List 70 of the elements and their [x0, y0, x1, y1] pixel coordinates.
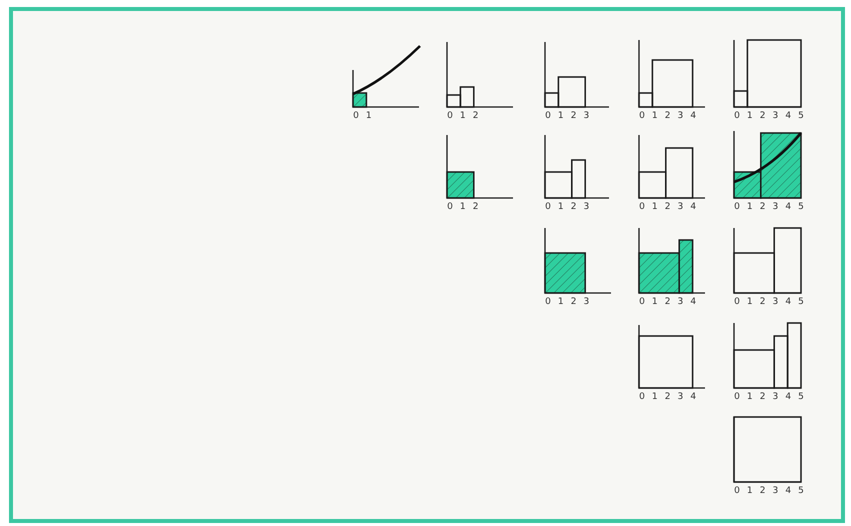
axis-tick-label: 0	[544, 298, 552, 307]
axis-tick-label: 4	[784, 298, 792, 307]
axis-tick-label: 2	[758, 393, 766, 402]
axis-tick-label: 2	[758, 487, 766, 496]
axis-tick-label: 2	[664, 393, 672, 402]
axis-tick-label: 2	[664, 203, 672, 212]
axis-tick-label: 1	[556, 203, 565, 212]
axis-tick-label: 1	[650, 298, 659, 307]
axis-tick-label: 1	[458, 203, 467, 212]
axis-tick-label: 2	[472, 203, 480, 212]
axis-tick-label: 4	[689, 203, 698, 212]
axis-tick-label: 1	[746, 298, 754, 307]
axis-tick-label: 1	[650, 112, 659, 121]
axis-tick-label: 0	[638, 203, 646, 212]
axis-tick-label: 3	[772, 393, 780, 402]
axis-tick-label: 4	[689, 298, 698, 307]
axis-tick-label: 5	[797, 487, 805, 496]
axis-tick-label: 4	[689, 112, 698, 121]
axis-tick-label: 0	[446, 203, 454, 212]
axis-tick-label: 0	[733, 203, 741, 212]
axis-tick-label: 1	[746, 487, 754, 496]
axis-tick-label: 2	[758, 203, 766, 212]
axis-tick-label: 2	[570, 112, 578, 121]
axis-tick-label: 4	[784, 487, 792, 496]
axis-tick-label: 2	[570, 203, 578, 212]
axis-tick-label: 3	[676, 112, 684, 121]
axis-tick-label: 3	[772, 203, 780, 212]
axis-tick-label: 2	[664, 298, 672, 307]
axis-tick-label: 5	[797, 393, 805, 402]
axis-tick-label: 5	[797, 112, 805, 121]
axis-tick-label: 2	[758, 112, 766, 121]
axis-tick-label: 1	[746, 112, 754, 121]
axis-tick-label: 4	[689, 393, 698, 402]
axis-tick-label: 4	[784, 393, 792, 402]
axis-tick-label: 0	[733, 393, 741, 402]
axis-tick-label: 1	[746, 203, 754, 212]
axis-tick-label: 3	[772, 112, 780, 121]
axis-tick-label: 1	[746, 393, 754, 402]
axis-tick-label: 0	[733, 112, 741, 121]
axis-tick-label: 1	[556, 112, 565, 121]
axis-tick-label: 3	[772, 487, 780, 496]
axis-tick-label: 4	[784, 112, 792, 121]
axis-tick-label: 3	[676, 393, 684, 402]
axis-tick-label: 2	[664, 112, 672, 121]
axis-tick-label: 5	[797, 298, 805, 307]
axis-tick-label: 1	[650, 203, 659, 212]
axis-tick-label: 0	[544, 203, 552, 212]
axis-tick-label: 4	[784, 203, 792, 212]
axis-tick-label: 2	[472, 112, 480, 121]
axis-tick-label: 1	[650, 393, 659, 402]
axis-tick-label: 0	[638, 112, 646, 121]
axis-tick-label: 0	[446, 112, 454, 121]
axis-tick-label: 3	[676, 298, 684, 307]
axis-tick-label: 0	[733, 298, 741, 307]
axis-tick-label: 3	[676, 203, 684, 212]
axis-tick-label: 0	[638, 298, 646, 307]
axis-tick-label: 0	[733, 487, 741, 496]
axis-tick-label: 2	[570, 298, 578, 307]
axis-tick-label: 0	[544, 112, 552, 121]
axis-tick-label: 3	[582, 203, 590, 212]
axis-tick-label: 5	[797, 203, 805, 212]
axis-tick-label: 0	[638, 393, 646, 402]
axis-tick-label: 3	[582, 298, 590, 307]
axis-tick-label: 1	[458, 112, 467, 121]
axis-tick-label: 3	[772, 298, 780, 307]
axis-tick-label: 1	[556, 298, 565, 307]
axis-tick-label: 3	[582, 112, 590, 121]
axis-tick-label: 2	[758, 298, 766, 307]
axis-tick-label: 0	[352, 112, 360, 121]
axis-tick-label: 1	[364, 112, 373, 121]
